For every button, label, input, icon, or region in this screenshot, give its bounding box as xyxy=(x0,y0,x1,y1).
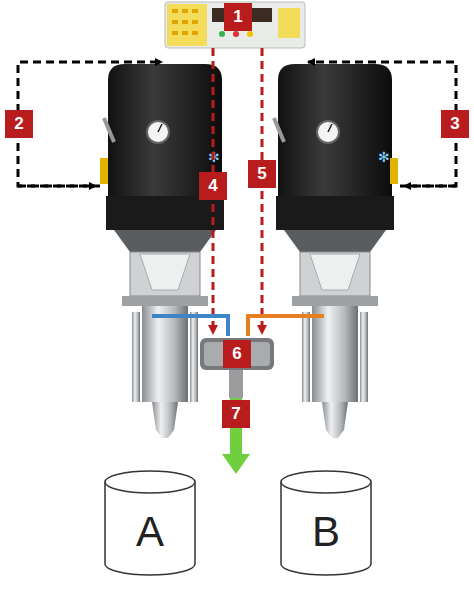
callout-number: 7 xyxy=(222,400,250,428)
fluid-line-b xyxy=(248,316,324,336)
control-unit xyxy=(165,2,305,48)
left-pump: ✻ xyxy=(100,64,224,438)
callout-number: 2 xyxy=(5,110,33,138)
mixing-block xyxy=(200,338,274,398)
callout-number: 3 xyxy=(441,110,469,138)
right-pump: ✻ xyxy=(274,64,398,438)
container-letter: B xyxy=(312,490,340,556)
callout-number: 5 xyxy=(248,160,276,188)
control-signal-lines xyxy=(18,62,456,186)
fluid-line-a xyxy=(152,316,228,336)
callout-number: 4 xyxy=(199,172,227,200)
container-letter: A xyxy=(136,490,164,556)
svg-text:✻: ✻ xyxy=(378,149,390,165)
callout-number: 6 xyxy=(223,340,251,368)
material-container: B xyxy=(280,470,372,576)
output-arrow xyxy=(222,398,250,474)
material-container: A xyxy=(104,470,196,576)
callout-number: 1 xyxy=(224,3,252,31)
